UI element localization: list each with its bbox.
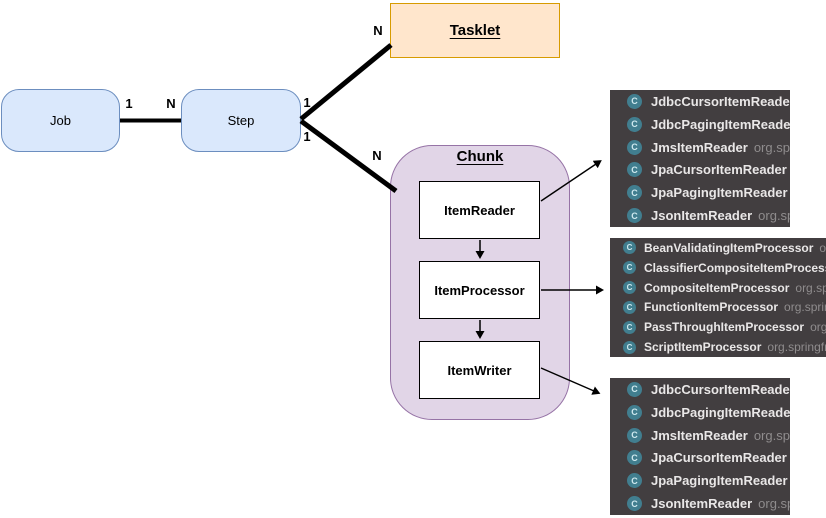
step-label: Step xyxy=(227,113,255,128)
multiplicity-step-to-chunk: 1 xyxy=(303,129,311,144)
class-name: CompositeItemProcessor xyxy=(644,280,790,295)
class-suggestion-row: C JdbcPagingItemReader o xyxy=(610,113,790,135)
class-icon: C xyxy=(627,208,642,224)
class-package: org.springfr xyxy=(784,300,826,315)
class-icon: C xyxy=(627,93,642,109)
class-package: org.sprin xyxy=(753,139,790,155)
multiplicity-step-to-tasklet: 1 xyxy=(303,95,311,110)
class-name: JdbcCursorItemReader xyxy=(651,381,790,397)
class-suggestion-row: C JdbcCursorItemReader o xyxy=(610,90,790,112)
class-icon: C xyxy=(627,381,642,397)
class-icon: C xyxy=(623,340,636,354)
class-suggestion-row: C JsonItemReader org.spri xyxy=(610,205,790,227)
class-suggestion-row: C JpaPagingItemReader org xyxy=(610,470,790,492)
class-name: JmsItemReader xyxy=(651,427,748,443)
step-node: Step xyxy=(181,89,301,152)
class-suggestion-row: C FunctionItemProcessor org.springfr xyxy=(610,298,826,317)
class-name: JdbcPagingItemReader xyxy=(651,404,790,420)
class-package: org.spri xyxy=(758,496,790,512)
class-name: PassThroughItemProcessor xyxy=(644,320,805,335)
item-reader-box: ItemReader xyxy=(419,181,540,239)
chunk-title: Chunk xyxy=(456,148,504,165)
class-icon: C xyxy=(627,162,642,178)
class-suggestion-row: C JdbcCursorItemReader o xyxy=(610,378,790,400)
class-icon: C xyxy=(627,496,642,512)
writer-classes-popup: C JdbcCursorItemReader o C JdbcPagingIte… xyxy=(610,378,790,515)
class-icon: C xyxy=(623,300,636,314)
class-suggestion-row: C JmsItemReader org.sprin xyxy=(610,424,790,446)
tasklet-label: Tasklet xyxy=(449,22,501,39)
multiplicity-chunk-side: N xyxy=(372,148,382,163)
class-name: JpaPagingItemReader xyxy=(651,185,788,201)
class-icon: C xyxy=(627,185,642,201)
tasklet-node: Tasklet xyxy=(390,3,560,58)
item-writer-box: ItemWriter xyxy=(419,341,540,399)
class-suggestion-row: C JpaCursorItemReader org xyxy=(610,159,790,181)
item-writer-label: ItemWriter xyxy=(447,362,512,378)
class-suggestion-row: C JpaPagingItemReader org xyxy=(610,182,790,204)
class-suggestion-row: C JsonItemReader org.spri xyxy=(610,493,790,515)
class-suggestion-row: C ClassifierCompositeItemProcessor o xyxy=(610,258,826,277)
class-suggestion-row: C JdbcPagingItemReader o xyxy=(610,401,790,423)
class-name: JsonItemReader xyxy=(651,496,753,512)
class-suggestion-row: C BeanValidatingItemProcessor org.sp xyxy=(610,238,826,257)
multiplicity-job-side: 1 xyxy=(125,96,133,111)
class-icon: C xyxy=(623,261,636,275)
item-processor-label: ItemProcessor xyxy=(434,282,525,298)
class-icon: C xyxy=(623,241,636,255)
class-package: org.springfram xyxy=(767,340,826,355)
class-suggestion-row: C JpaCursorItemReader org xyxy=(610,447,790,469)
multiplicity-tasklet-side: N xyxy=(373,23,383,38)
class-name: ClassifierCompositeItemProcessor xyxy=(644,260,826,275)
class-icon: C xyxy=(623,281,636,295)
class-name: JpaCursorItemReader xyxy=(651,162,787,178)
item-reader-label: ItemReader xyxy=(444,202,515,218)
class-name: JdbcCursorItemReader xyxy=(651,93,790,109)
class-suggestion-row: C JmsItemReader org.sprin xyxy=(610,136,790,158)
reader-classes-popup: C JdbcCursorItemReader o C JdbcPagingIte… xyxy=(610,90,790,227)
class-name: JdbcPagingItemReader xyxy=(651,116,790,132)
job-label: Job xyxy=(50,113,71,128)
class-icon: C xyxy=(627,139,642,155)
class-suggestion-row: C ScriptItemProcessor org.springfram xyxy=(610,338,826,357)
multiplicity-step-side: N xyxy=(166,96,176,111)
class-icon: C xyxy=(627,450,642,466)
processor-classes-popup: C BeanValidatingItemProcessor org.sp C C… xyxy=(610,238,826,357)
class-suggestion-row: C PassThroughItemProcessor org.spri xyxy=(610,318,826,337)
class-suggestion-row: C CompositeItemProcessor org.spring xyxy=(610,278,826,297)
class-name: JpaCursorItemReader xyxy=(651,450,787,466)
class-name: JsonItemReader xyxy=(651,208,753,224)
job-node: Job xyxy=(1,89,120,152)
class-name: JpaPagingItemReader xyxy=(651,473,788,489)
class-icon: C xyxy=(627,116,642,132)
class-name: ScriptItemProcessor xyxy=(644,340,762,355)
class-icon: C xyxy=(627,427,642,443)
class-icon: C xyxy=(623,320,636,334)
class-package: org.sprin xyxy=(753,427,790,443)
class-name: JmsItemReader xyxy=(651,139,748,155)
class-name: BeanValidatingItemProcessor xyxy=(644,240,814,255)
class-package: org.spri xyxy=(758,208,790,224)
class-icon: C xyxy=(627,473,642,489)
class-icon: C xyxy=(627,404,642,420)
class-package: org.spri xyxy=(810,320,826,335)
item-processor-box: ItemProcessor xyxy=(419,261,540,319)
class-name: FunctionItemProcessor xyxy=(644,300,779,315)
class-package: org.sp xyxy=(819,240,826,255)
class-package: org.spring xyxy=(795,280,826,295)
